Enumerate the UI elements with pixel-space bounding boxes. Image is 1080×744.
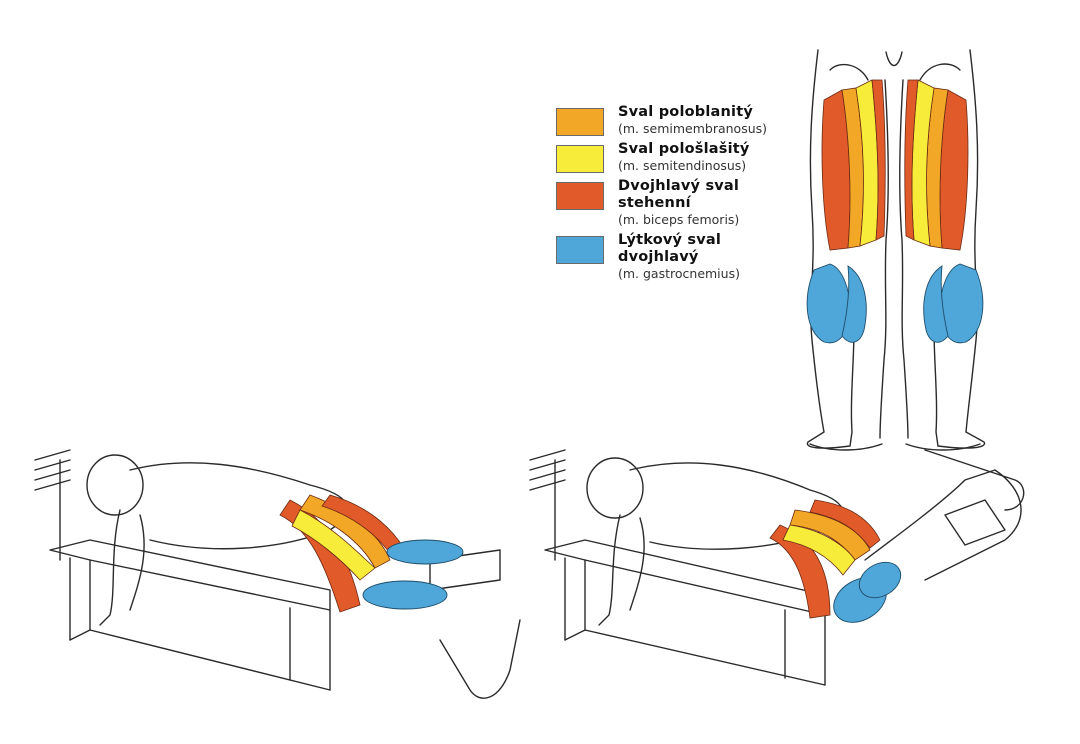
posterior-legs-figure	[806, 49, 986, 451]
legend-name: Sval poloblanitý	[618, 104, 753, 120]
legend-swatch-semitendinosus	[556, 145, 604, 173]
legend-latin: (m. semitendinosus)	[618, 158, 747, 173]
legend-item-biceps-femoris: Dvojhlavý sval stehenní (m. biceps femor…	[556, 178, 806, 228]
legend-name: Sval pološlašitý	[618, 141, 750, 157]
legend-item-semimembranosus: Sval poloblanitý (m. semimembranosus)	[556, 104, 806, 137]
legend-latin: (m. semimembranosus)	[618, 121, 768, 136]
legend-name: Dvojhlavý sval stehenní	[618, 178, 740, 211]
legend-latin: (m. biceps femoris)	[618, 212, 740, 227]
legend-swatch-gastrocnemius	[556, 236, 604, 264]
legend-item-semitendinosus: Sval pološlašitý (m. semitendinosus)	[556, 141, 806, 174]
legend-latin: (m. gastrocnemius)	[618, 266, 740, 281]
legend-swatch-semimembranosus	[556, 108, 604, 136]
legend-swatch-biceps-femoris	[556, 182, 604, 210]
legend-item-gastrocnemius: Lýtkový sval dvojhlavý (m. gastrocnemius…	[556, 232, 806, 282]
legend-name: Lýtkový sval dvojhlavý	[618, 232, 722, 265]
leg-curl-start-position	[34, 449, 521, 699]
leg-curl-end-position	[529, 449, 1025, 686]
muscle-legend: Sval poloblanitý (m. semimembranosus) Sv…	[556, 104, 806, 286]
